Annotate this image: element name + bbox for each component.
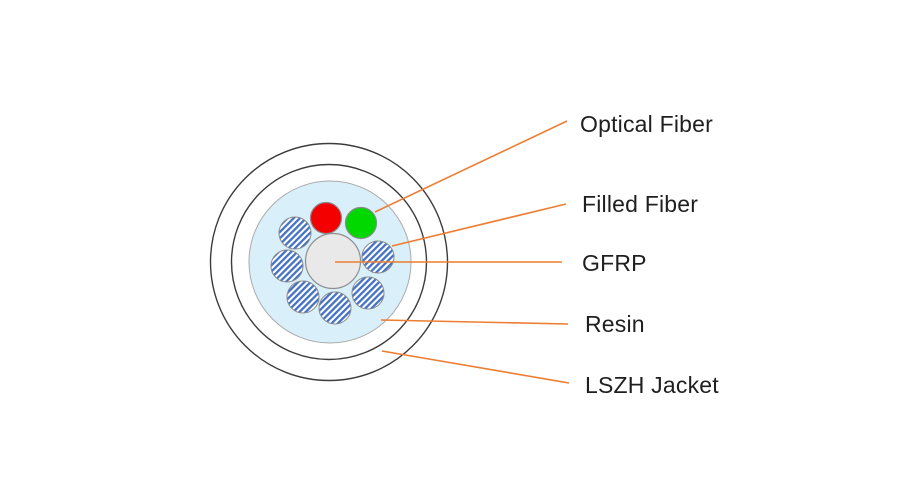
leader-line-optical-fiber (374, 120, 568, 213)
leader-line-lszh-jacket (381, 350, 570, 384)
filled-fiber-bottom (318, 291, 352, 325)
filled-fiber-right (361, 240, 395, 274)
label-gfrp: GFRP (582, 250, 647, 276)
filled-fiber-bottom-left (286, 280, 320, 314)
label-optical-fiber: Optical Fiber (580, 111, 713, 137)
optical-fiber-red (309, 201, 343, 235)
optical-fiber-green (344, 206, 378, 240)
leader-line-resin (380, 319, 569, 325)
filled-fiber-bottom-right (351, 276, 385, 310)
filled-fiber-left (270, 249, 304, 283)
label-lszh-jacket: LSZH Jacket (585, 372, 719, 398)
leader-line-filled-fiber (391, 203, 567, 247)
label-resin: Resin (585, 311, 645, 337)
gfrp-circle (304, 232, 362, 290)
filled-fiber-top-left (278, 216, 312, 250)
label-filled-fiber: Filled Fiber (582, 191, 699, 217)
